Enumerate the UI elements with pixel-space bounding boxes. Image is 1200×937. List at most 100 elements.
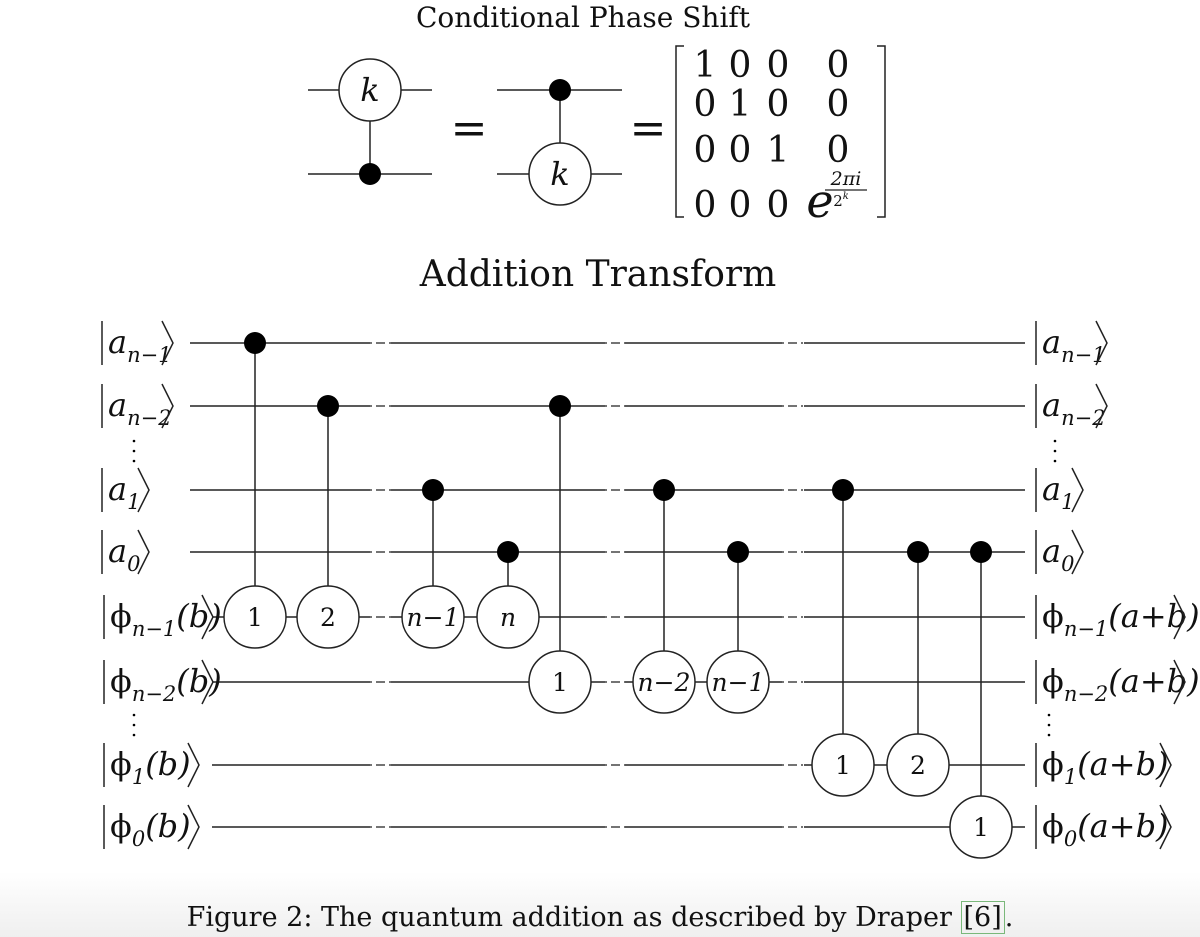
conditional-phase-shift-title: Conditional Phase Shift: [416, 1, 751, 34]
ket-angle: [1095, 320, 1108, 366]
citation-link[interactable]: [6]: [960, 901, 1005, 934]
gate-control-dot: [970, 541, 992, 563]
ket-label: a1: [1042, 470, 1074, 514]
ket-angle: [161, 383, 174, 429]
matrix-entry: 0: [767, 185, 790, 226]
rotation-gate-label: 2: [910, 751, 926, 780]
vertical-ellipsis-dot: [1053, 439, 1057, 443]
vertical-ellipsis-dot: [1047, 733, 1051, 737]
matrix-entry: 1: [729, 84, 752, 125]
phase-shift-gate-top-form: k: [308, 58, 432, 185]
vertical-ellipsis-dot: [1047, 723, 1051, 727]
ket-label: ϕ1(a+b): [1042, 745, 1169, 789]
rotation-gate: [949, 795, 1013, 859]
equals-sign-1: =: [451, 103, 488, 154]
ket-angle: [201, 594, 214, 640]
gate-control-dot: [832, 479, 854, 501]
gate-control-dot: [653, 479, 675, 501]
addition-transform-title: Addition Transform: [419, 254, 777, 295]
rotation-gate-label: 1: [552, 668, 568, 697]
ket-angle: [1095, 383, 1108, 429]
rotation-gate: [401, 585, 465, 649]
gate-control-dot: [549, 395, 571, 417]
rotation-gate-label: 1: [247, 603, 263, 632]
vertical-ellipsis-dot: [132, 713, 136, 717]
exponent-denominator: 2k: [833, 191, 849, 210]
matrix-entry: 0: [729, 45, 752, 86]
gate-control-dot: [317, 395, 339, 417]
ket-angle: [187, 742, 200, 788]
ket-angle: [187, 804, 200, 850]
rotation-gate-label: 1: [973, 813, 989, 842]
ket-label: a1: [108, 470, 140, 514]
rotation-gate: [528, 650, 592, 714]
ket-angle: [201, 659, 214, 705]
ket-label: an−1: [108, 323, 172, 367]
vertical-ellipsis-dot: [132, 733, 136, 737]
ket-label: a0: [1042, 532, 1074, 576]
vertical-ellipsis-dot: [132, 449, 136, 453]
gate-control-dot: [497, 541, 519, 563]
rotation-gate-label: 2: [320, 603, 336, 632]
ket-label: an−2: [108, 386, 172, 430]
ket-angle: [1071, 529, 1084, 575]
rotation-gate: [476, 585, 540, 649]
matrix-entry: 1: [767, 130, 790, 171]
matrix-entry: 0: [694, 130, 717, 171]
matrix-entry: 0: [827, 130, 850, 171]
matrix-entry: 0: [827, 84, 850, 125]
control-dot: [549, 79, 571, 101]
ket-angle: [1173, 594, 1186, 640]
matrix-entry: 0: [694, 84, 717, 125]
matrix-entry: 0: [729, 130, 752, 171]
matrix-entry: 0: [827, 45, 850, 86]
ket-label: an−1: [1042, 323, 1106, 367]
vertical-ellipsis-dot: [1053, 459, 1057, 463]
vertical-ellipsis-dot: [1047, 713, 1051, 717]
equals-sign-2: =: [630, 103, 667, 154]
matrix-entry: 0: [767, 84, 790, 125]
rotation-gate-label: n−2: [638, 668, 691, 697]
vertical-ellipsis-dot: [132, 439, 136, 443]
caption-period: .: [1004, 902, 1014, 933]
ket-angle: [1159, 804, 1172, 850]
vertical-ellipsis-dot: [1053, 449, 1057, 453]
matrix-entry: 0: [767, 45, 790, 86]
ket-label: ϕ0(b): [110, 807, 191, 851]
gate-control-dot: [422, 479, 444, 501]
ket-label: ϕn−2(b): [110, 662, 222, 706]
ket-angle: [137, 467, 150, 513]
ket-angle: [1173, 659, 1186, 705]
ket-label: ϕ1(b): [110, 745, 191, 789]
phase-gate-label: k: [360, 71, 379, 109]
rotation-gate: [223, 585, 287, 649]
rotation-gate-label: n−1: [712, 668, 765, 697]
rotation-gate-label: n−1: [407, 603, 460, 632]
matrix-entry: e: [806, 174, 833, 228]
rotation-gate: [296, 585, 360, 649]
phase-gate-circle: [338, 58, 402, 122]
phase-gate-circle: [528, 142, 592, 206]
ket-label: ϕn−1(b): [110, 597, 222, 641]
gate-control-dot: [244, 332, 266, 354]
rotation-gate-label: 1: [835, 751, 851, 780]
matrix-entry: 0: [729, 185, 752, 226]
gate-control-dot: [727, 541, 749, 563]
left-bracket: [675, 45, 684, 218]
matrix-entry: 0: [694, 185, 717, 226]
phase-shift-gate-bottom-form: k: [497, 79, 622, 206]
vertical-ellipsis-dot: [132, 723, 136, 727]
ket-label: a0: [108, 532, 140, 576]
vertical-ellipsis-dot: [132, 459, 136, 463]
ket-angle: [1071, 467, 1084, 513]
phase-gate-label: k: [550, 155, 569, 193]
rotation-gate: [706, 650, 770, 714]
page-bottom-shadow: [0, 872, 1200, 937]
matrix-entry: 1: [694, 45, 717, 86]
rotation-gate: [886, 733, 950, 797]
ket-angle: [1159, 742, 1172, 788]
rotation-gate-label: n: [500, 603, 516, 632]
figure-caption: Figure 2: The quantum addition as descri…: [0, 901, 1200, 934]
